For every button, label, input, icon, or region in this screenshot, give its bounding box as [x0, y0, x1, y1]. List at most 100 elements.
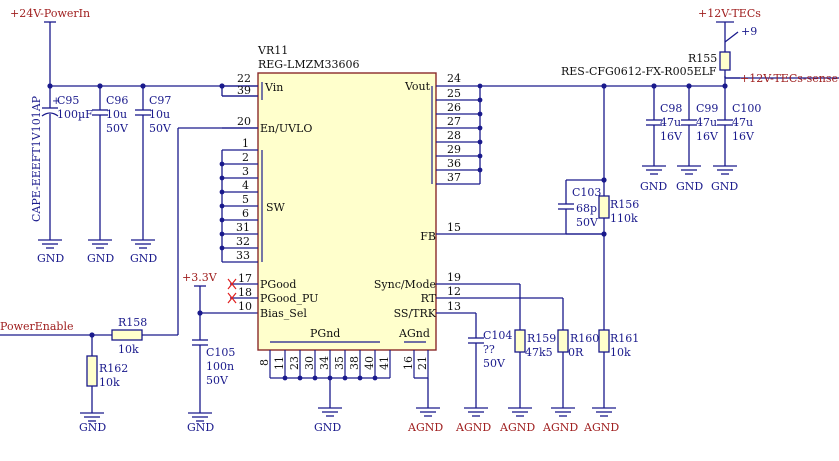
- c105-value: 100n: [206, 360, 234, 373]
- capacitor-c96: C96 10u 50V GND: [87, 86, 129, 265]
- svg-text:8: 8: [258, 359, 271, 366]
- chip-part: REG-LMZM33606: [258, 58, 360, 71]
- svg-text:20: 20: [237, 115, 251, 128]
- svg-text:26: 26: [447, 101, 461, 114]
- pin-en: En/UVLO: [260, 122, 312, 135]
- resistor-r160: [557, 329, 569, 353]
- svg-text:12: 12: [447, 285, 461, 298]
- c100-value: 47u: [732, 116, 753, 129]
- power-24v-symbol: +24V-PowerIn: [10, 7, 90, 86]
- pin-rt: RT: [421, 292, 437, 305]
- svg-text:2: 2: [242, 151, 249, 164]
- svg-text:5: 5: [242, 193, 249, 206]
- resistor-r159: [514, 329, 526, 353]
- gnd-label: GND: [87, 252, 114, 265]
- gnd-label: GND: [130, 252, 157, 265]
- pin-sync: Sync/Mode: [374, 278, 436, 291]
- agnd-pin-group: 16 21 AGND: [402, 350, 443, 434]
- svg-text:41: 41: [378, 356, 391, 370]
- pin-pgood: PGood: [260, 278, 296, 291]
- c96-value: 10u: [106, 108, 127, 121]
- gnd-label: GND: [187, 421, 214, 434]
- c96-rating: 50V: [106, 122, 129, 135]
- svg-text:18: 18: [238, 286, 252, 299]
- agnd-label: AGND: [455, 421, 491, 434]
- pin-agnd: AGnd: [398, 327, 430, 340]
- svg-text:23: 23: [288, 356, 301, 370]
- r160-ref: R160: [570, 332, 599, 345]
- svg-text:21: 21: [416, 356, 429, 370]
- c99-ref: C99: [696, 102, 718, 115]
- v33-label: +3.3V: [182, 271, 218, 284]
- regulator-vr11: VR11 REG-LMZM33606 22 39 Vin 20 En/UVLO …: [219, 44, 437, 351]
- gnd-label: GND: [79, 421, 106, 434]
- capacitor-c100: C100 47u 16V GND: [711, 102, 761, 193]
- c95-ref: C95: [57, 94, 79, 107]
- power-24v-label: +24V-PowerIn: [10, 7, 90, 20]
- sense-label: +12V-TECs-sense: [740, 72, 838, 85]
- c103-rating: 50V: [576, 216, 599, 229]
- r158-ref: R158: [118, 316, 147, 329]
- resistor-r161: [598, 329, 610, 353]
- svg-text:37: 37: [447, 171, 461, 184]
- capacitor-c97: C97 10u 50V GND: [130, 86, 172, 265]
- svg-text:13: 13: [447, 300, 461, 313]
- pin-pgnd: PGnd: [310, 327, 340, 340]
- agnd-label: AGND: [407, 421, 443, 434]
- r156-value: 110k: [610, 212, 638, 225]
- svg-text:3: 3: [242, 165, 249, 178]
- svg-text:4: 4: [242, 179, 249, 192]
- svg-text:29: 29: [447, 143, 461, 156]
- svg-text:34: 34: [318, 356, 331, 370]
- svg-text:40: 40: [363, 356, 376, 370]
- c104-value: ??: [483, 343, 495, 356]
- svg-text:33: 33: [236, 249, 250, 262]
- c97-ref: C97: [149, 94, 171, 107]
- pin-sw: SW: [266, 201, 286, 214]
- r158-value: 10k: [118, 343, 139, 356]
- svg-text:32: 32: [236, 235, 250, 248]
- svg-text:17: 17: [238, 272, 252, 285]
- svg-text:16: 16: [402, 356, 415, 370]
- pin-pgood-pu: PGood_PU: [260, 292, 318, 305]
- svg-text:15: 15: [447, 221, 461, 234]
- sw-pin-group: 1 2 3 4 5 6 31 32 33 SW: [219, 137, 286, 263]
- c98-ref: C98: [660, 102, 682, 115]
- capacitor-c99: C99 47u 16V GND: [676, 86, 719, 193]
- c97-value: 10u: [149, 108, 170, 121]
- svg-text:+: +: [52, 96, 60, 107]
- r161-value: 10k: [610, 346, 631, 359]
- agnd-label: AGND: [583, 421, 619, 434]
- c100-ref: C100: [732, 102, 761, 115]
- pin-vin: Vin: [264, 81, 283, 94]
- feedback-network: C103 68p 50V R156 110k 15 R161 10k AGND: [436, 86, 639, 434]
- c97-rating: 50V: [149, 122, 172, 135]
- gnd-label: GND: [640, 180, 667, 193]
- pin-vout: Vout: [404, 80, 431, 93]
- svg-text:19: 19: [447, 271, 461, 284]
- resistor-r162: [86, 355, 98, 387]
- svg-text:6: 6: [242, 207, 249, 220]
- gnd-label: GND: [314, 421, 341, 434]
- power-12v-label: +12V-TECs: [698, 7, 761, 20]
- c99-rating: 16V: [696, 130, 719, 143]
- gnd-label: GND: [676, 180, 703, 193]
- enable-label: PowerEnable: [0, 320, 74, 333]
- vout-pin-group: 24 25 26 27 28 29 36 37: [436, 72, 483, 185]
- capacitor-c95: + C95 100µF CAPE-EEEFT1V101AP GND: [30, 86, 93, 265]
- pin-ss: SS/TRK: [394, 307, 437, 320]
- svg-text:38: 38: [348, 356, 361, 370]
- pgnd-pin-group: 8 11 23 30 34 35 38 40 41 GND: [258, 350, 391, 434]
- pin-fb: FB: [420, 230, 436, 243]
- r155-ref: R155: [688, 52, 717, 65]
- c104-rating: 50V: [483, 357, 506, 370]
- enable-net: PowerEnable R158 10k R162 10k GND: [0, 127, 258, 434]
- resistor-r156: [598, 195, 610, 219]
- svg-text:28: 28: [447, 129, 461, 142]
- c105-rating: 50V: [206, 374, 229, 387]
- r159-ref: R159: [527, 332, 556, 345]
- c103-ref: C103: [572, 186, 601, 199]
- agnd-label: AGND: [499, 421, 535, 434]
- c105-ref: C105: [206, 346, 235, 359]
- control-pins: 19 R159 47k5 AGND 12 R160 0R AGND 13 C10…: [436, 271, 599, 434]
